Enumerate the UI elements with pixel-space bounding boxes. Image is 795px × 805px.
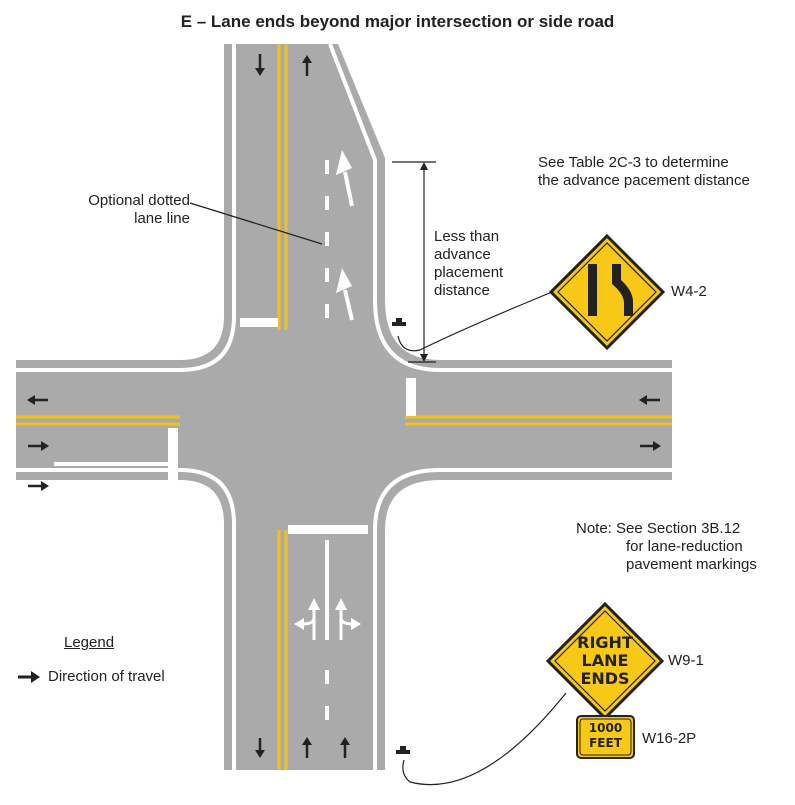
sign-w16-2p-legend: 1000 FEET bbox=[580, 721, 631, 751]
optional-line-1: Optional dotted bbox=[88, 192, 190, 209]
white-markings bbox=[54, 318, 416, 640]
distance-label: Less than advance placement distance bbox=[434, 228, 503, 300]
w16-2p-line-1: 1000 bbox=[588, 721, 623, 735]
table-ref-line-2: the advance pacement distance bbox=[538, 172, 750, 189]
legend-arrow-icon bbox=[18, 671, 40, 683]
w16-2p-line-2: FEET bbox=[589, 736, 622, 750]
lane-reduction-arrow-lower bbox=[336, 268, 354, 321]
arrow-west-1 bbox=[27, 395, 48, 405]
edge-lines bbox=[16, 43, 672, 770]
arrow-south-1 bbox=[255, 54, 265, 76]
sign-w9-1-legend: RIGHT LANE ENDS bbox=[565, 634, 645, 688]
distance-line-4: distance bbox=[434, 282, 490, 299]
center-lines bbox=[16, 44, 672, 770]
sign-w16-2p bbox=[576, 715, 635, 759]
arrow-east-3 bbox=[640, 441, 661, 451]
legend-title: Legend bbox=[64, 634, 115, 651]
sign-w4-2-code: W4-2 bbox=[671, 283, 707, 300]
arrow-east-2 bbox=[28, 481, 49, 491]
sign-w16-2p-code: W16-2P bbox=[642, 730, 697, 747]
w9-1-line-1: RIGHT bbox=[577, 633, 633, 652]
note-line-3: pavement markings bbox=[626, 556, 757, 573]
turn-right-arrow bbox=[105, 481, 130, 499]
note-line-2: for lane-reduction bbox=[626, 538, 743, 555]
table-reference-note: See Table 2C-3 to determine the advance … bbox=[538, 154, 750, 190]
w9-1-line-2: LANE bbox=[581, 651, 629, 670]
sign-w9-1-code: W9-1 bbox=[668, 652, 704, 669]
distance-line-3: placement bbox=[434, 264, 504, 281]
sign-post-symbols bbox=[392, 318, 410, 754]
sign-w4-2 bbox=[548, 233, 666, 351]
through-right-arrow-1 bbox=[335, 598, 361, 640]
diagram-title: E – Lane ends beyond major intersection … bbox=[180, 12, 615, 31]
optional-line-2: lane line bbox=[134, 210, 190, 227]
pavement-arrows bbox=[105, 150, 361, 640]
distance-dimension bbox=[392, 161, 436, 363]
optional-dotted-lane-label: Optional dotted lane line bbox=[50, 192, 190, 228]
through-left-arrow-1 bbox=[294, 598, 320, 640]
distance-line-1: Less than bbox=[434, 228, 500, 245]
arrow-north-2 bbox=[302, 737, 312, 758]
direction-arrows bbox=[27, 54, 661, 758]
distance-line-2: advance bbox=[434, 246, 491, 263]
legend-direction-label: Direction of travel bbox=[48, 668, 165, 685]
arrow-north-1 bbox=[302, 55, 312, 76]
arrow-west-2 bbox=[639, 395, 660, 405]
arrow-east-1 bbox=[28, 441, 49, 451]
arrow-south-2 bbox=[255, 738, 265, 758]
arrow-north-3 bbox=[340, 737, 350, 758]
w9-1-line-3: ENDS bbox=[580, 669, 630, 688]
lane-reduction-arrow-upper bbox=[336, 150, 354, 207]
section-note: Note: See Section 3B.12 for lane-reducti… bbox=[576, 520, 757, 574]
note-line-1: Note: See Section 3B.12 bbox=[576, 520, 741, 537]
table-ref-line-1: See Table 2C-3 to determine bbox=[538, 154, 729, 171]
leader-lines bbox=[189, 202, 567, 786]
